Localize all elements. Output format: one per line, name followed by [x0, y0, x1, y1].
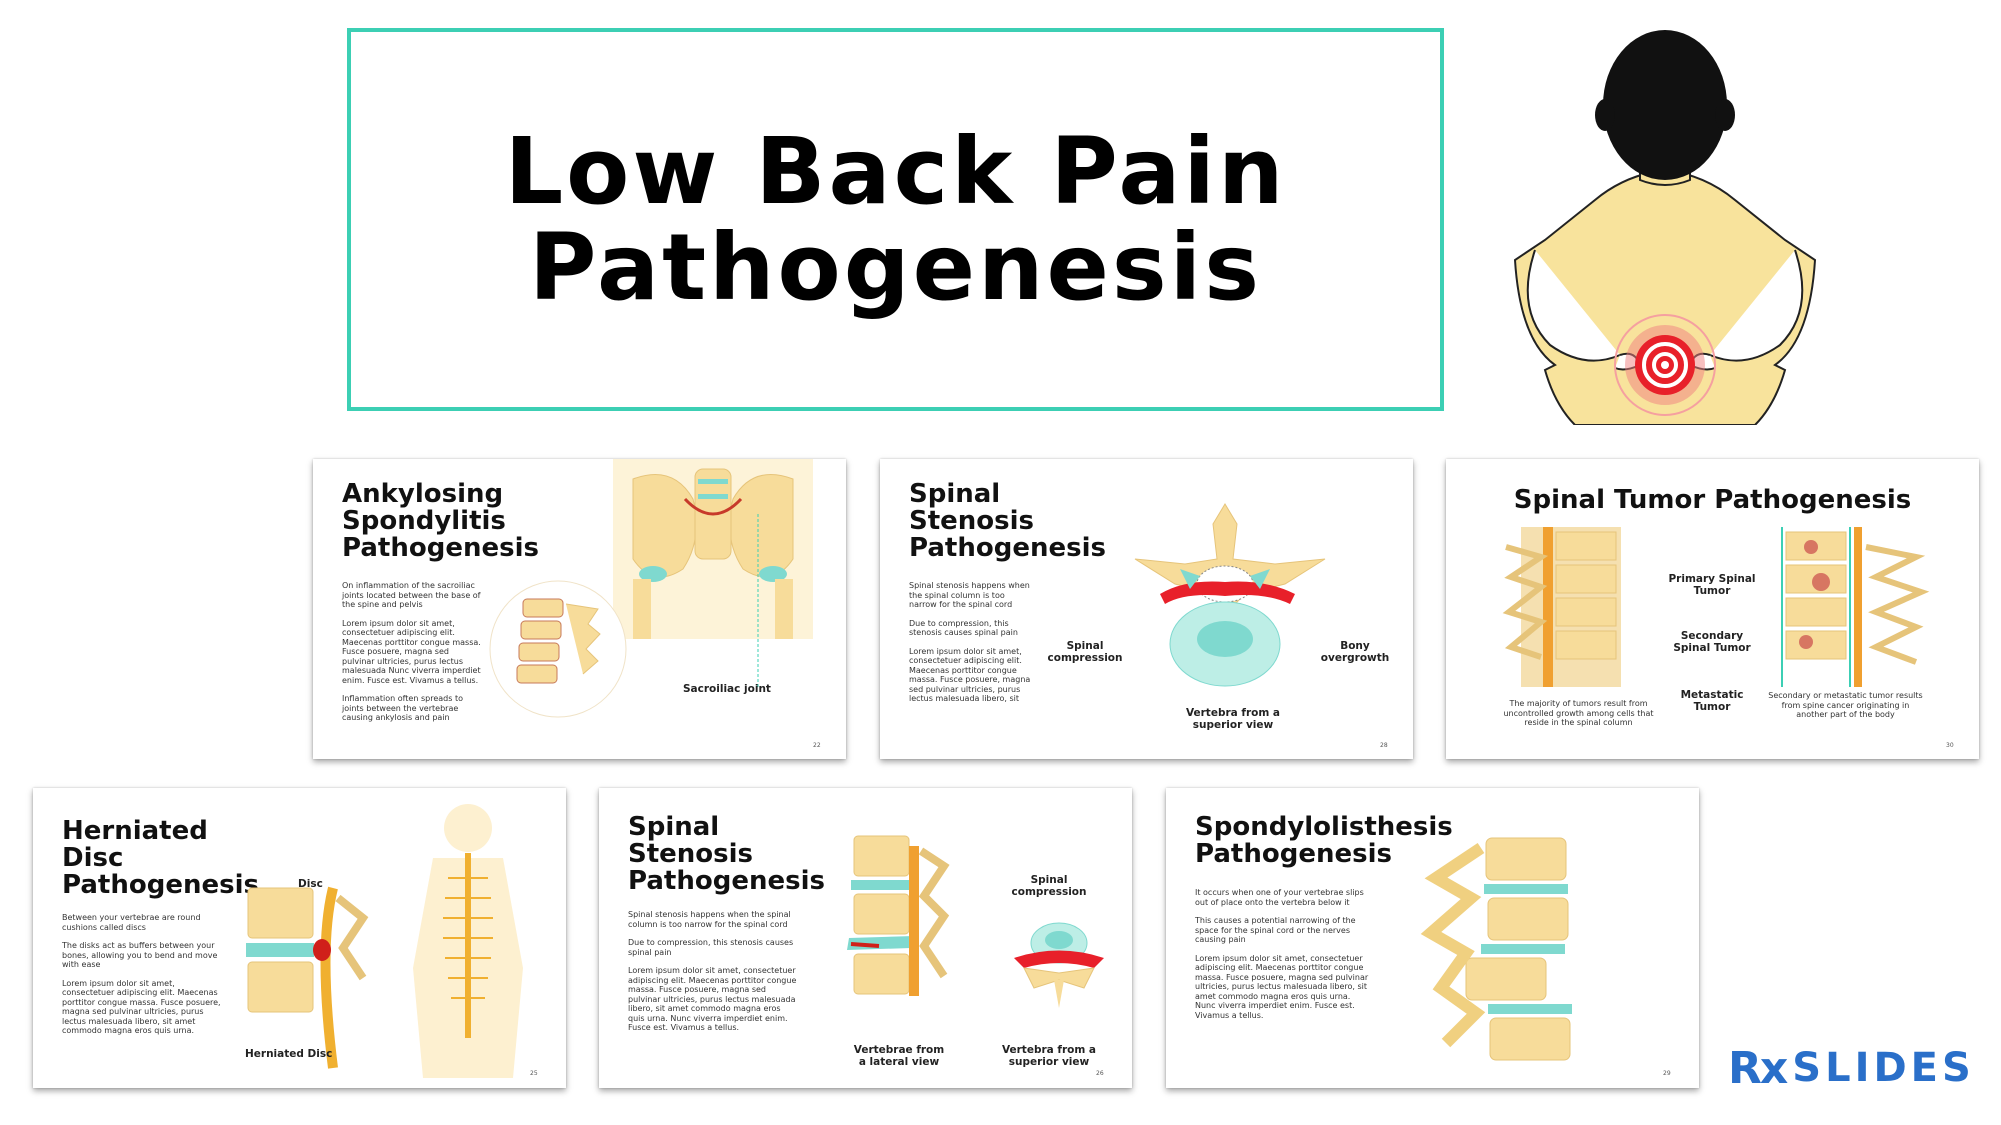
- label-secondary-spinal-tumor: Secondary Spinal Tumor: [1673, 630, 1751, 654]
- pelvis-illustration: [613, 459, 813, 689]
- herniated-disc-illustration: [246, 886, 369, 1069]
- slide-herniated-disc[interactable]: Herniated Disc Pathogenesis Between your…: [33, 788, 566, 1088]
- spine-tumor-right-illustration: [1781, 527, 1930, 687]
- body-silhouette-illustration: [413, 804, 523, 1078]
- rx-slides-logo: Rx SLIDES: [1728, 1040, 1980, 1096]
- spine-tumor-left-illustration: [1502, 527, 1621, 687]
- slide-title: Spinal Stenosis Pathogenesis: [628, 812, 825, 896]
- slide-spinal-tumor[interactable]: Spinal Tumor Pathogenesis Primary Spinal…: [1446, 459, 1979, 759]
- slide-body: It occurs when one of your vertebrae sli…: [1195, 888, 1369, 1020]
- slide-body: On inflammation of the sacroiliac joints…: [342, 581, 481, 722]
- title-line-1: Low Back Pain: [504, 117, 1287, 225]
- back-pain-person-illustration: [1513, 30, 1817, 425]
- page-number: 26: [1096, 1070, 1104, 1077]
- vertebra-superior-illustration: [1134, 503, 1326, 687]
- slide-body: Spinal stenosis happens when the spinal …: [909, 581, 1031, 703]
- page-number: 28: [1380, 742, 1388, 749]
- slide-spondylolisthesis[interactable]: Spondylolisthesis Pathogenesis It occurs…: [1166, 788, 1699, 1088]
- vertebrae-lateral-illustration: [847, 835, 950, 996]
- caption-right: Secondary or metastatic tumor results fr…: [1768, 691, 1923, 719]
- pain-target-icon: [1614, 314, 1716, 416]
- label-herniated-disc: Herniated Disc: [245, 1048, 333, 1060]
- page-number: 25: [530, 1070, 538, 1077]
- vertebra-superior-small-illustration: [1014, 922, 1104, 1008]
- slide-title: Spinal Tumor Pathogenesis: [1513, 485, 1912, 515]
- label-disc: Disc: [298, 878, 323, 890]
- spondylolisthesis-spine-illustration: [1420, 837, 1572, 1061]
- label-vertebra-superior: Vertebra from a superior view: [1001, 1044, 1097, 1068]
- page-number: 30: [1946, 742, 1954, 749]
- label-primary-spinal-tumor: Primary Spinal Tumor: [1668, 573, 1756, 597]
- title-box: Low Back Pain Pathogenesis: [347, 28, 1444, 411]
- spine-closeup-illustration: [489, 580, 627, 718]
- slide-body: Spinal stenosis happens when the spinal …: [628, 910, 797, 1032]
- label-metastatic-tumor: Metastatic Tumor: [1680, 689, 1744, 713]
- title-line-2: Pathogenesis: [529, 213, 1262, 321]
- label-sacroiliac-joint: Sacroiliac joint: [683, 683, 771, 695]
- logo-rx: Rx: [1728, 1042, 1788, 1094]
- label-bony-overgrowth: Bony overgrowth: [1320, 640, 1390, 664]
- label-spinal-compression: Spinal compression: [1047, 640, 1123, 664]
- label-vertebra-superior: Vertebra from a superior view: [1185, 707, 1281, 731]
- slide-spinal-stenosis-top[interactable]: Spinal Stenosis Pathogenesis Spinal sten…: [880, 459, 1413, 759]
- slide-body: Between your vertebrae are round cushion…: [62, 913, 221, 1035]
- caption-left: The majority of tumors result from uncon…: [1503, 699, 1654, 727]
- slide-title: Spondylolisthesis Pathogenesis: [1195, 812, 1453, 869]
- slide-title: Spinal Stenosis Pathogenesis: [909, 479, 1106, 563]
- label-spinal-compression: Spinal compression: [1011, 874, 1087, 898]
- page-number: 22: [813, 742, 821, 749]
- logo-slides: SLIDES: [1792, 1045, 1975, 1091]
- slide-title: Herniated Disc Pathogenesis: [62, 816, 259, 900]
- slide-ankylosing-spondylitis[interactable]: Ankylosing Spondylitis Pathogenesis On i…: [313, 459, 846, 759]
- slide-spinal-stenosis-bottom[interactable]: Spinal Stenosis Pathogenesis Spinal sten…: [599, 788, 1132, 1088]
- page-number: 29: [1663, 1070, 1671, 1077]
- label-vertebrae-lateral: Vertebrae from a lateral view: [853, 1044, 945, 1068]
- slide-title: Ankylosing Spondylitis Pathogenesis: [342, 479, 539, 563]
